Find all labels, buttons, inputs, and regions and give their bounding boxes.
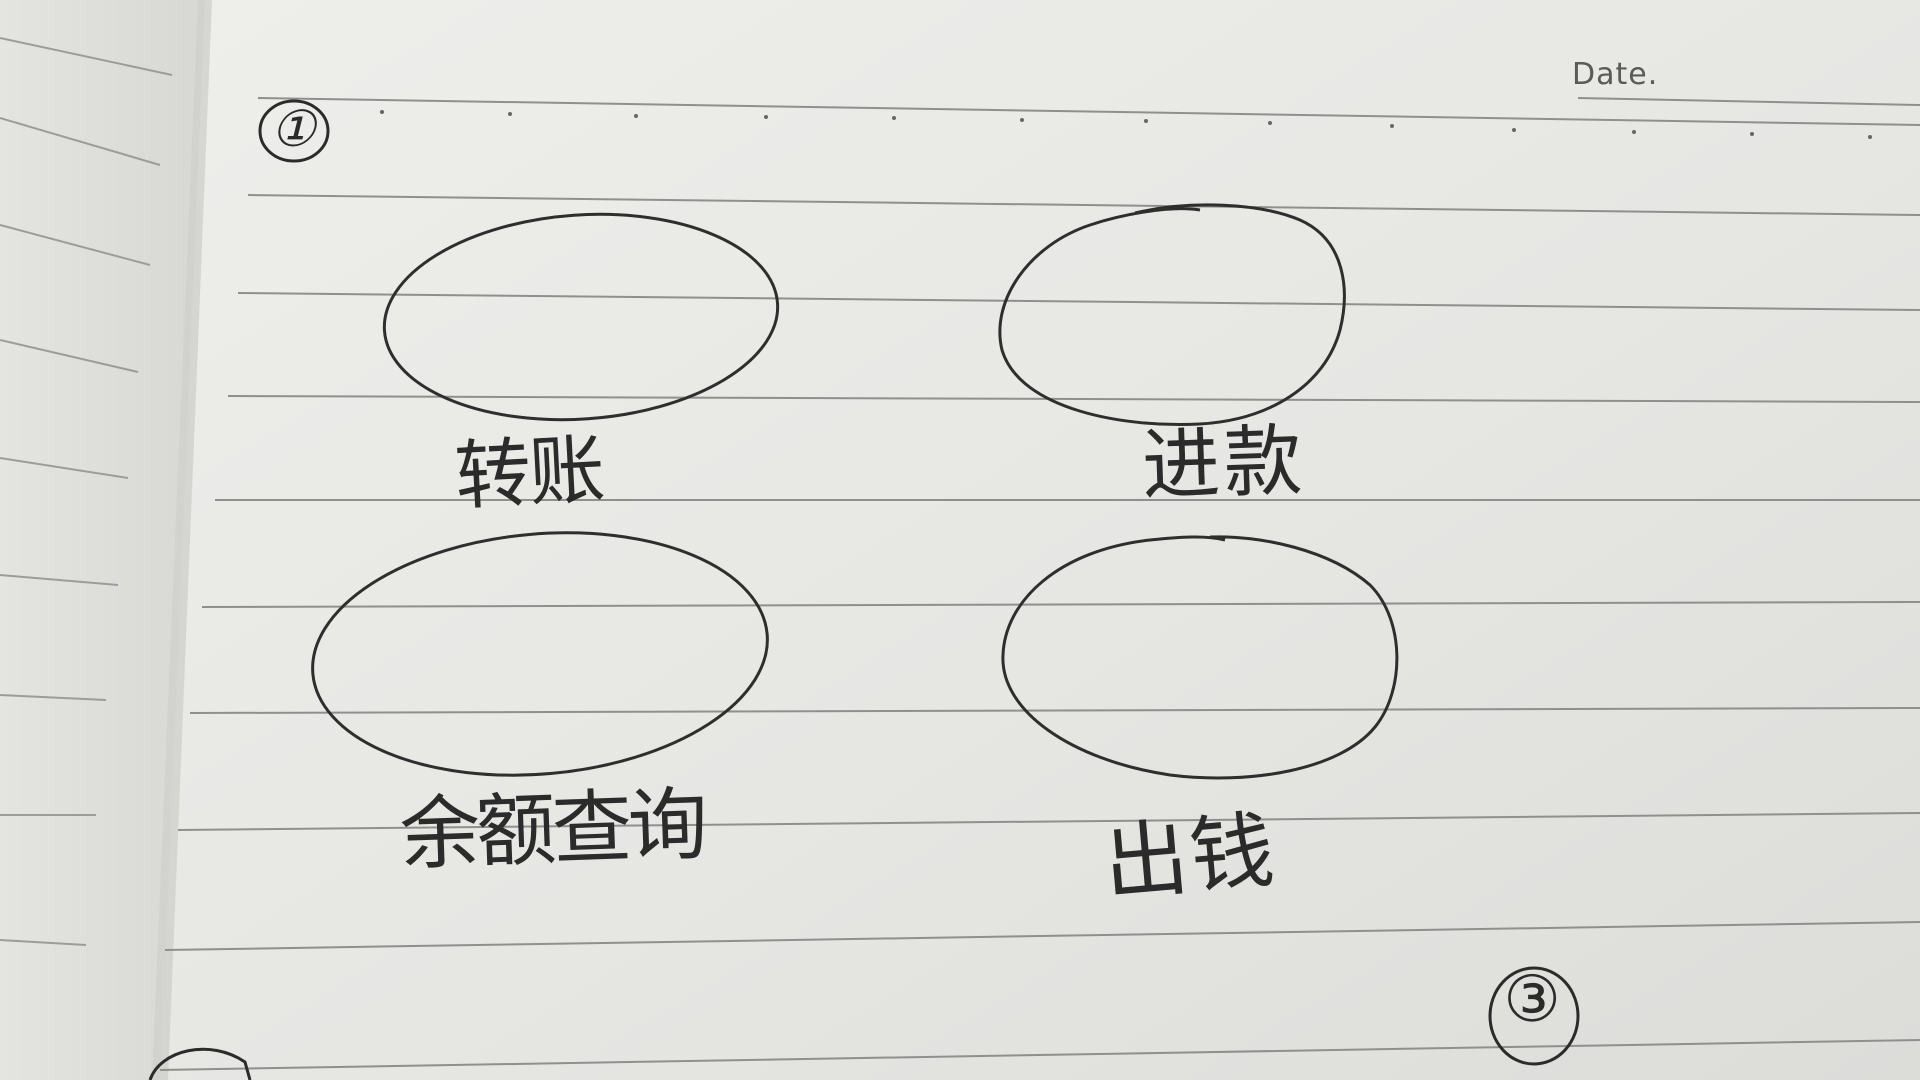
- transfer-button-label[interactable]: 转账: [452, 424, 606, 521]
- left-page: [0, 0, 205, 1080]
- deposit-button-label[interactable]: 进款: [1140, 416, 1308, 512]
- balance-inquiry-button-label[interactable]: 余额查询: [398, 777, 706, 882]
- marker-1-circle: [258, 99, 330, 163]
- right-page: [160, 0, 1920, 1080]
- withdraw-button-label[interactable]: 出钱: [1100, 800, 1280, 914]
- page-gutter: [152, 0, 212, 1080]
- section-marker-1: ①: [270, 100, 316, 158]
- date-label: Date.: [1572, 57, 1659, 92]
- withdraw-button-sketch[interactable]: [1001, 535, 1399, 780]
- section-marker-3: ③: [1503, 963, 1561, 1037]
- marker-2-circle-fragment: [148, 1047, 252, 1080]
- deposit-button-sketch[interactable]: [998, 203, 1346, 426]
- balance-inquiry-button-sketch[interactable]: [302, 515, 777, 794]
- button-sketches[interactable]: [302, 202, 1399, 794]
- transfer-button-sketch[interactable]: [377, 202, 784, 433]
- right-page-rules: [159, 97, 1920, 1071]
- marker-3-circle: [1488, 966, 1580, 1066]
- left-page-rules: [0, 37, 173, 946]
- header-dots: [380, 110, 1872, 139]
